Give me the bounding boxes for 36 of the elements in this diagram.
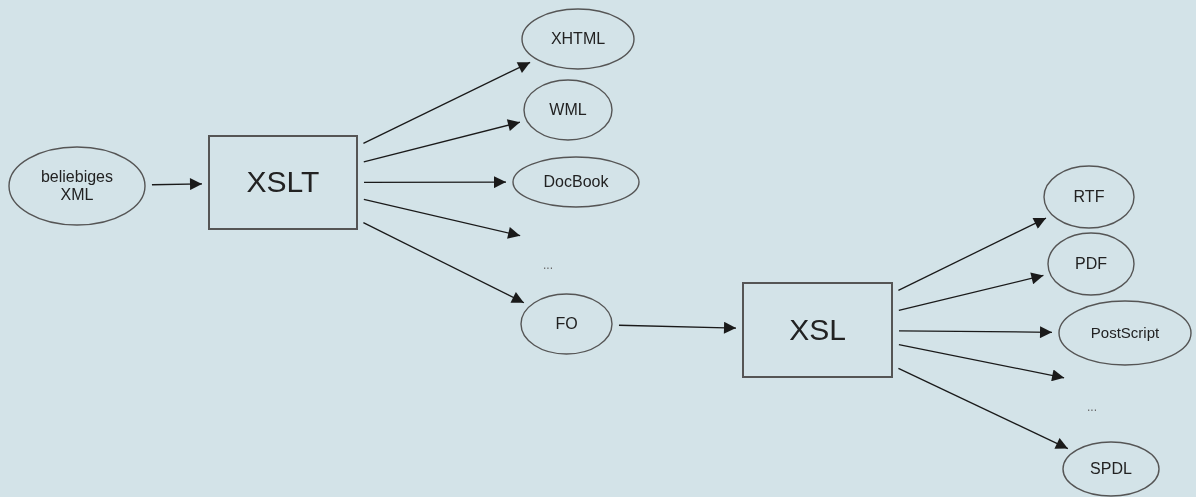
- arrow: [897, 217, 1047, 292]
- ellipse-node: [1043, 165, 1135, 229]
- arrow: [363, 176, 507, 189]
- arrow: [898, 326, 1053, 339]
- node-label: RTF: [1073, 187, 1105, 207]
- node-label: beliebiges XML: [39, 167, 114, 205]
- arrow: [897, 367, 1069, 450]
- arrow: [898, 344, 1065, 382]
- ellipse-node: [521, 8, 635, 70]
- arrow: [362, 61, 531, 145]
- arrow: [898, 272, 1045, 311]
- node-label: DocBook: [543, 172, 609, 192]
- ellipse-node: [8, 146, 146, 226]
- node-label: PDF: [1075, 254, 1107, 274]
- ellipse-node: [523, 79, 613, 141]
- node-label: XHTML: [550, 29, 606, 49]
- ellipse-node: [512, 156, 640, 208]
- ellipse-node: [1047, 232, 1135, 296]
- ellipsis-text: ...: [526, 233, 570, 273]
- node-label: FO: [555, 314, 578, 334]
- arrow: [363, 198, 521, 239]
- arrow: [151, 178, 203, 191]
- ellipse-node: [1062, 441, 1160, 497]
- ellipse-node: [1058, 300, 1192, 366]
- ellipsis-text: ...: [1070, 375, 1114, 415]
- arrow: [618, 321, 737, 334]
- arrow: [363, 119, 521, 163]
- arrow: [362, 221, 525, 304]
- node-label: SPDL: [1090, 459, 1132, 479]
- node-label: PostScript: [1090, 324, 1160, 342]
- node-label: XSLT: [246, 165, 320, 200]
- node-label: WML: [549, 100, 587, 120]
- node-label: XSL: [789, 312, 846, 348]
- process-box: [208, 135, 358, 230]
- process-box: [742, 282, 893, 378]
- ellipse-node: [520, 293, 613, 355]
